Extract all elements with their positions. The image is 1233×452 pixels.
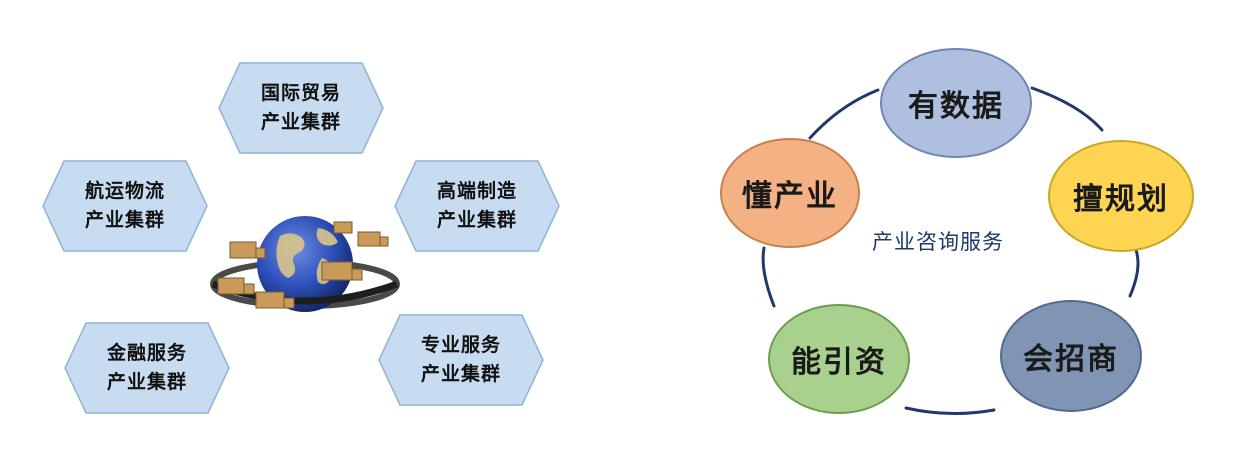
hex-line1: 高端制造 [436, 180, 517, 202]
hex-line1: 金融服务 [106, 342, 187, 364]
center-label: 产业咨询服务 [872, 230, 1004, 254]
hex-international-trade: 国际贸易 产业集群 [218, 62, 384, 154]
hex-shipping-logistics: 航运物流 产业集群 [42, 160, 208, 252]
industry-cluster-diagram: 国际贸易 产业集群 航运物流 产业集群 高端制造 产业集群 金融服务 产业集群 [0, 0, 600, 452]
hex-line1: 专业服务 [420, 334, 501, 356]
hex-line2: 产业集群 [106, 371, 187, 393]
node-understands-industry: 懂产业 [720, 138, 860, 248]
hex-professional-services: 专业服务 产业集群 [378, 314, 544, 406]
hex-line2: 产业集群 [436, 209, 517, 231]
hex-line2: 产业集群 [84, 209, 165, 231]
globe-logistics-illustration [210, 214, 400, 326]
hex-line2: 产业集群 [260, 111, 341, 133]
node-label: 有数据 [908, 89, 1004, 124]
hex-line1: 国际贸易 [260, 82, 341, 104]
hex-line2: 产业集群 [420, 363, 501, 385]
node-label: 会招商 [1023, 342, 1119, 377]
hex-high-end-manufacturing: 高端制造 产业集群 [394, 160, 560, 252]
cycle-ring [761, 86, 1140, 416]
truck-icon [217, 277, 255, 295]
node-label: 能引资 [791, 345, 887, 380]
node-label: 擅规划 [1073, 182, 1169, 217]
node-investment-attraction: 会招商 [1000, 300, 1142, 412]
hex-financial-services: 金融服务 产业集群 [64, 322, 230, 414]
hex-line1: 航运物流 [84, 180, 165, 202]
node-capital-introduction: 能引资 [768, 304, 910, 414]
node-label: 懂产业 [742, 179, 838, 214]
consulting-service-cycle: 有数据 擅规划 会招商 能引资 懂产业 产业咨询服务 [690, 0, 1233, 452]
node-has-data: 有数据 [880, 48, 1032, 158]
node-good-at-planning: 擅规划 [1048, 140, 1194, 252]
